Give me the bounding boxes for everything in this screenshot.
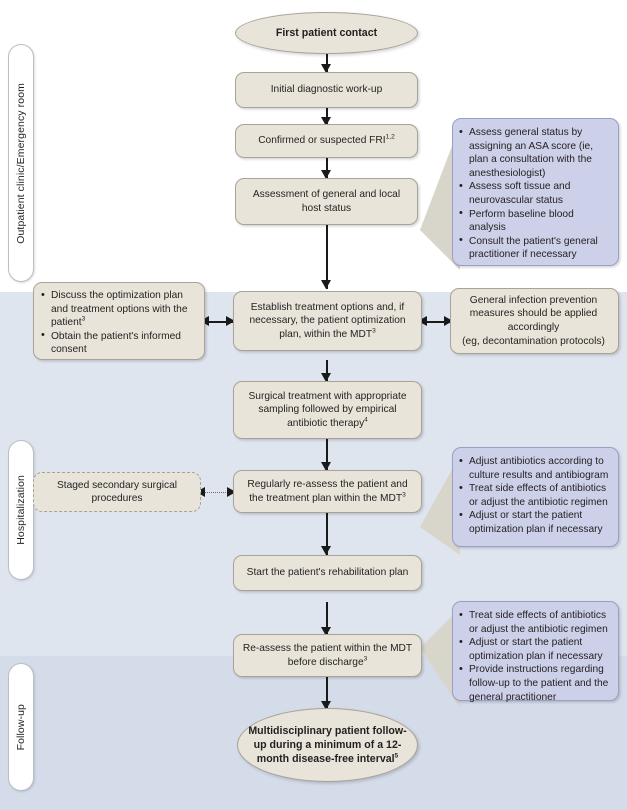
node-label: Staged secondary surgical procedures xyxy=(56,479,178,504)
text-line: (eg, decontamination protocols) xyxy=(462,335,605,347)
list-item: Discuss the optimization plan and treatm… xyxy=(41,289,195,330)
list-item: Treat side effects of antibiotics or adj… xyxy=(459,482,610,509)
arrowhead-n1-n2 xyxy=(321,117,331,126)
arrowhead-staged-right xyxy=(227,487,236,497)
connector-start-n1 xyxy=(326,52,328,72)
node-label: Surgical treatment with appropriate samp… xyxy=(248,390,407,429)
callout-assessment-actions[interactable]: Assess general status by assigning an AS… xyxy=(452,118,619,266)
arrowhead-n2-n3 xyxy=(321,170,331,179)
arrowhead-n5-n6 xyxy=(321,462,331,471)
connector-n6-n7 xyxy=(326,511,328,555)
phase-label-outpatient: Outpatient clinic/Emergency room xyxy=(15,82,27,244)
text-line: General infection prevention xyxy=(469,294,598,306)
list-item: Adjust antibiotics according to culture … xyxy=(459,454,610,482)
arrowhead-left-n4 xyxy=(226,316,235,326)
list-item: Assess soft tissue and neurovascular sta… xyxy=(459,180,610,207)
callout-tail-discharge xyxy=(420,608,460,708)
arrowhead-start-n1 xyxy=(321,64,331,73)
arrowhead-n4-n5 xyxy=(321,373,331,382)
node-multidisciplinary-followup[interactable]: Multidisciplinary patient follow-up duri… xyxy=(237,708,418,782)
node-label: Confirmed or suspected FRI1,2 xyxy=(258,133,395,147)
arrowhead-n8-end xyxy=(321,701,331,710)
list-item: Adjust or start the patient optimization… xyxy=(459,636,610,663)
connector-n4-right xyxy=(422,321,450,323)
connector-n3-n4 xyxy=(326,224,328,289)
sidebox-infection-prevention[interactable]: General infection prevention measures sh… xyxy=(450,288,619,354)
phase-label-followup: Follow-up xyxy=(15,703,27,751)
callout-antibiotic-adjustments[interactable]: Adjust antibiotics according to culture … xyxy=(452,447,619,547)
node-staged-secondary-procedures[interactable]: Staged secondary surgical procedures xyxy=(33,472,201,512)
node-label: Assessment of general and local host sta… xyxy=(252,189,401,214)
list-item: Provide instructions regarding follow-up… xyxy=(459,663,610,704)
node-label: Regularly re-assess the patient and the … xyxy=(247,479,408,504)
node-label: Start the patient's rehabilitation plan xyxy=(246,567,409,579)
arrowhead-n7-n8 xyxy=(321,627,331,636)
sidebox-patient-discussion[interactable]: Discuss the optimization plan and treatm… xyxy=(33,282,205,360)
list-item: Obtain the patient's informed consent xyxy=(41,329,195,357)
footnote-ref: 3 xyxy=(402,491,406,499)
node-reassess-before-discharge[interactable]: Re-assess the patient within the MDT bef… xyxy=(233,634,422,677)
node-label: Multidisciplinary patient follow-up duri… xyxy=(248,725,407,765)
arrowhead-n3-n4 xyxy=(321,280,331,289)
connector-n7-n8 xyxy=(326,602,328,636)
footnote-ref: 4 xyxy=(364,416,368,424)
bullet-list: Discuss the optimization plan and treatm… xyxy=(41,289,195,357)
footnote-ref: 3 xyxy=(81,315,86,323)
bullet-list: Adjust antibiotics according to culture … xyxy=(459,454,610,537)
list-item: Assess general status by assigning an AS… xyxy=(459,125,610,180)
node-confirmed-suspected-fri[interactable]: Confirmed or suspected FRI1,2 xyxy=(235,124,418,158)
arrowhead-right-n4 xyxy=(418,316,427,326)
arrowhead-n6-n7 xyxy=(321,546,331,555)
list-item: Consult the patient's general practition… xyxy=(459,234,610,262)
connector-n4-n5 xyxy=(326,360,328,382)
footnote-ref: 5 xyxy=(394,752,399,760)
connector-n2-n3 xyxy=(326,157,328,179)
callout-tail-antibiotics xyxy=(420,455,460,555)
node-surgical-treatment[interactable]: Surgical treatment with appropriate samp… xyxy=(233,381,422,439)
bullet-list: Treat side effects of antibiotics or adj… xyxy=(459,608,610,704)
node-assessment-host-status[interactable]: Assessment of general and local host sta… xyxy=(235,178,418,225)
node-first-patient-contact[interactable]: First patient contact xyxy=(235,12,418,54)
node-regularly-reassess[interactable]: Regularly re-assess the patient and the … xyxy=(233,470,422,513)
node-label: Re-assess the patient within the MDT bef… xyxy=(242,643,413,668)
connector-n8-end xyxy=(326,676,328,710)
arrowhead-n4-right xyxy=(444,316,453,326)
callout-tail-assessment xyxy=(420,125,460,270)
footnote-ref: 3 xyxy=(363,655,368,663)
connector-n6-staged xyxy=(200,492,236,493)
list-item: Adjust or start the patient optimization… xyxy=(459,509,610,536)
phase-label-hospitalization: Hospitalization xyxy=(15,475,27,545)
node-label: First patient contact xyxy=(275,27,378,39)
phase-rail-hospitalization: Hospitalization xyxy=(8,440,34,580)
bullet-list: Assess general status by assigning an AS… xyxy=(459,125,610,262)
callout-discharge-instructions[interactable]: Treat side effects of antibiotics or adj… xyxy=(452,601,619,704)
list-item: Perform baseline blood analysis xyxy=(459,207,610,235)
node-initial-diagnostic-workup[interactable]: Initial diagnostic work-up xyxy=(235,72,418,108)
text-line: accordingly xyxy=(507,322,560,333)
footnote-ref: 3 xyxy=(372,327,376,335)
node-establish-treatment-options[interactable]: Establish treatment options and, if nece… xyxy=(233,291,422,351)
node-rehabilitation-plan[interactable]: Start the patient's rehabilitation plan xyxy=(233,555,422,591)
connector-n4-left xyxy=(205,321,233,323)
node-label: Initial diagnostic work-up xyxy=(270,84,383,96)
list-item: Treat side effects of antibiotics or adj… xyxy=(459,608,610,636)
phase-rail-followup: Follow-up xyxy=(8,663,34,791)
text-line: measures should be applied xyxy=(469,308,598,320)
footnote-ref: 1,2 xyxy=(385,133,395,141)
phase-rail-outpatient: Outpatient clinic/Emergency room xyxy=(8,44,34,282)
node-label: Establish treatment options and, if nece… xyxy=(249,301,406,340)
connector-n1-n2 xyxy=(326,106,328,126)
connector-n5-n6 xyxy=(326,427,328,473)
